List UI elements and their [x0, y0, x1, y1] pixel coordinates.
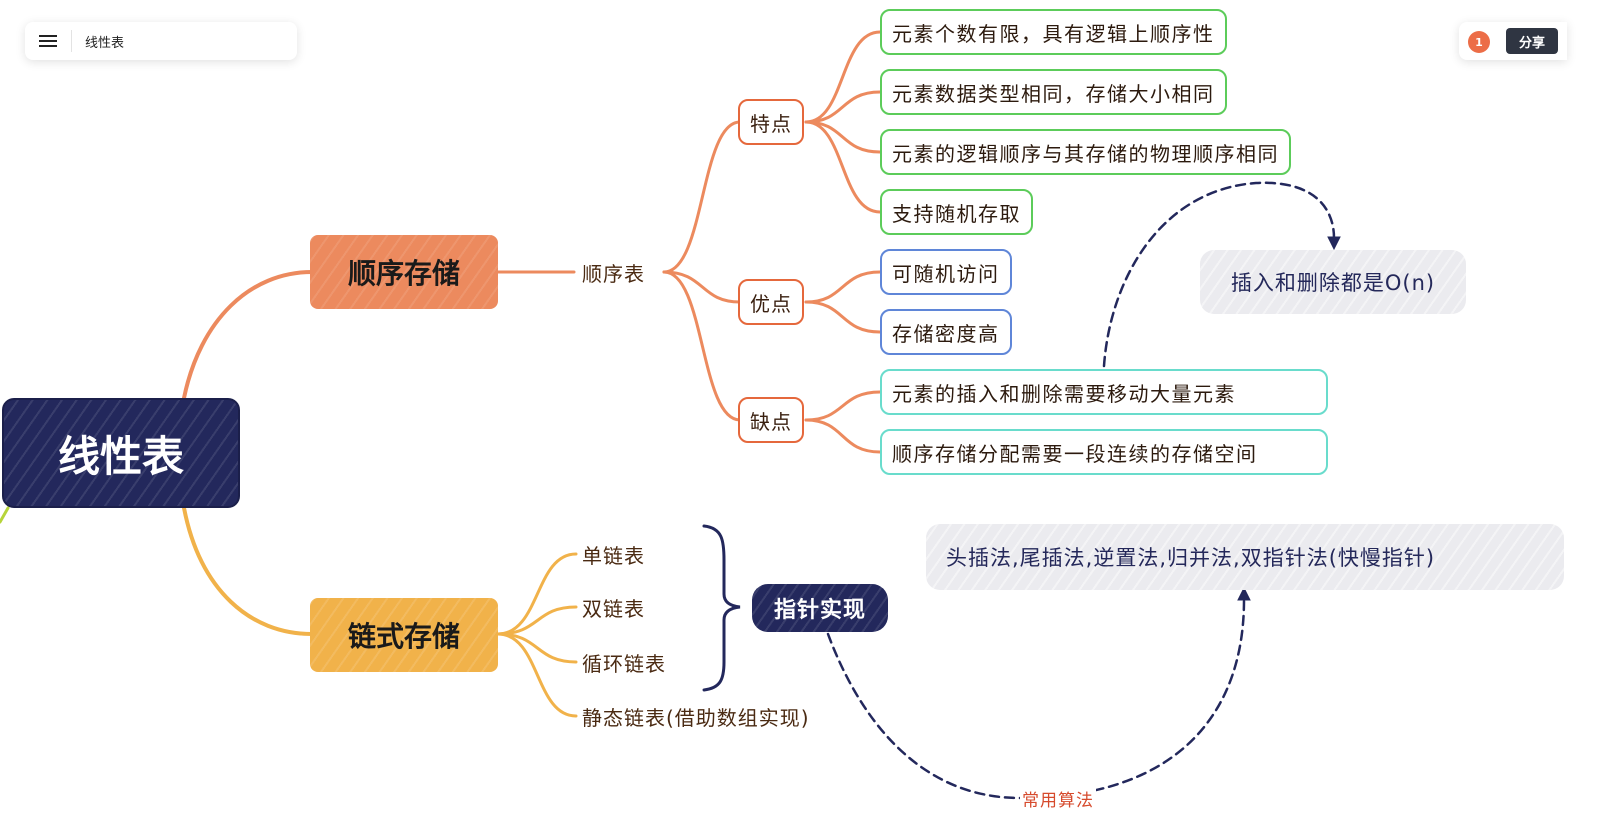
branch-root-offscreen	[0, 506, 10, 524]
branch-table-features	[662, 120, 742, 274]
features-node[interactable]: 特点	[738, 99, 804, 145]
algorithms-callout[interactable]: 头插法,尾插法,逆置法,归并法,双指针法(快慢指针)	[926, 524, 1564, 590]
feature-leaf[interactable]: 元素数据类型相同，存储大小相同	[880, 69, 1227, 115]
linked-item-node[interactable]: 静态链表(借助数组实现)	[582, 705, 810, 730]
branch-dis-1	[804, 390, 882, 422]
disadvantage-leaf[interactable]: 顺序存储分配需要一段连续的存储空间	[880, 429, 1328, 475]
branch-root-sequential	[182, 270, 314, 400]
disadvantages-node[interactable]: 缺点	[738, 397, 804, 443]
linked-item-node[interactable]: 循环链表	[582, 651, 666, 676]
sequential-table-node[interactable]: 顺序表	[582, 261, 645, 286]
linked-storage-node[interactable]: 链式存储	[310, 598, 498, 672]
share-button[interactable]: 分享	[1506, 28, 1558, 54]
collaborator-avatar[interactable]: 1	[1468, 31, 1490, 53]
share-panel: 1 分享	[1459, 22, 1567, 60]
relation-line-insert-delete	[1102, 181, 1336, 368]
relation-arrow-insert-delete	[1327, 236, 1341, 251]
branch-linked-2	[496, 605, 578, 636]
menu-button[interactable]	[25, 22, 71, 60]
relation-arrow-algorithms	[1237, 586, 1251, 601]
root-node[interactable]: 线性表	[2, 398, 240, 508]
linked-item-node[interactable]: 双链表	[582, 596, 645, 621]
disadvantage-leaf[interactable]: 元素的插入和删除需要移动大量元素	[880, 369, 1328, 415]
feature-leaf[interactable]: 元素个数有限，具有逻辑上顺序性	[880, 9, 1227, 55]
advantage-leaf[interactable]: 存储密度高	[880, 309, 1012, 355]
branch-feature-1	[804, 30, 882, 124]
relation-line-algorithms	[826, 598, 1246, 800]
summary-pointer-node[interactable]: 指针实现	[752, 584, 888, 632]
feature-leaf[interactable]: 元素的逻辑顺序与其存储的物理顺序相同	[880, 129, 1291, 175]
branch-dis-2	[804, 418, 882, 454]
branch-adv-2	[804, 300, 882, 334]
branch-feature-3	[804, 120, 882, 154]
branch-feature-4	[804, 120, 882, 214]
linked-item-node[interactable]: 单链表	[582, 543, 645, 568]
branch-feature-2	[804, 90, 882, 124]
summary-brace	[702, 524, 741, 692]
branch-linked-4	[496, 632, 578, 718]
sequential-storage-node[interactable]: 顺序存储	[310, 235, 498, 309]
feature-leaf[interactable]: 支持随机存取	[880, 189, 1033, 235]
branch-adv-1	[804, 270, 882, 304]
advantages-node[interactable]: 优点	[738, 279, 804, 325]
insert-delete-callout[interactable]: 插入和删除都是O(n)	[1200, 250, 1466, 314]
document-header: 线性表	[25, 22, 297, 60]
branch-root-linked	[182, 506, 314, 636]
header-divider	[71, 30, 72, 52]
branch-table-advantages	[662, 270, 742, 304]
branch-table-disadvantages	[662, 270, 742, 422]
relation-label[interactable]: 常用算法	[1020, 786, 1096, 811]
advantage-leaf[interactable]: 可随机访问	[880, 249, 1012, 295]
hamburger-icon	[39, 35, 57, 47]
branch-linked-1	[496, 552, 578, 636]
document-title[interactable]: 线性表	[85, 35, 125, 51]
